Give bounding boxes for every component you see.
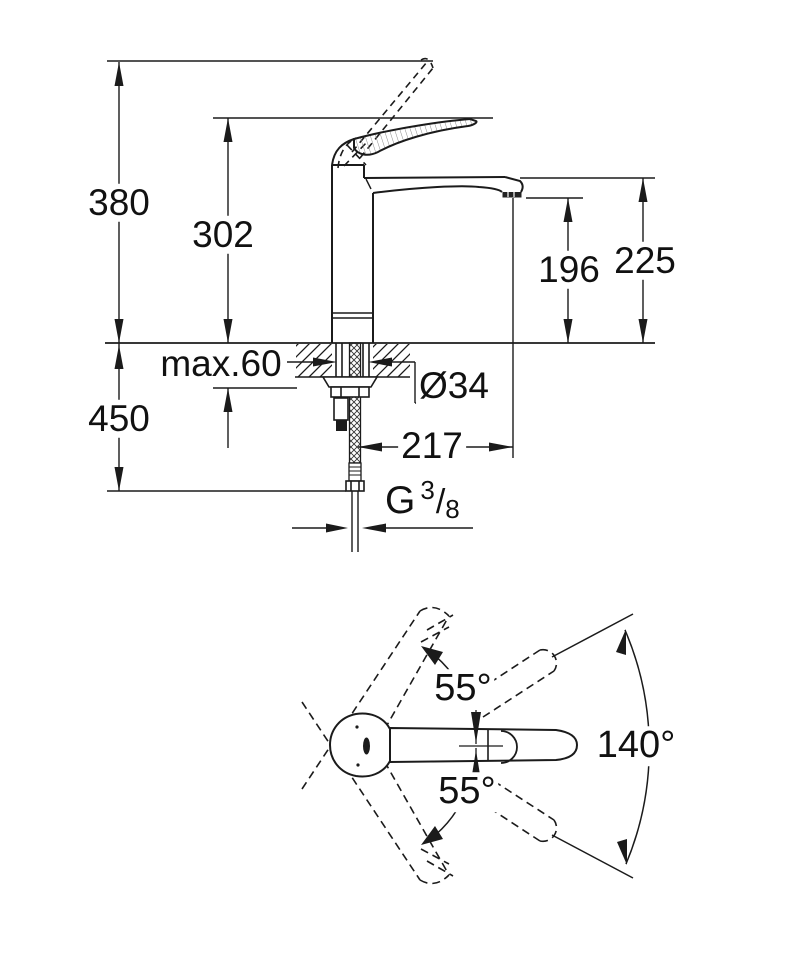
dim-196-label: 196 <box>535 250 603 290</box>
hose-nut <box>345 480 365 492</box>
dim-hole-diameter-label: Ø34 <box>416 366 492 406</box>
mounting-washer <box>321 376 379 388</box>
handle-shaft <box>389 726 579 764</box>
dim-380-label: 380 <box>85 183 153 223</box>
handle-base-cap <box>328 712 391 778</box>
body-dome <box>331 138 355 166</box>
counter-deck <box>295 344 410 378</box>
mounting-hardware-and-hose <box>321 342 379 552</box>
braided-hose <box>348 342 362 464</box>
thread-size-label: G 3 / 8 <box>383 477 462 524</box>
dim-217-label: 217 <box>398 426 466 466</box>
spout-top <box>363 176 506 179</box>
thread-numerator: 3 <box>420 475 435 505</box>
dim-max-depth-label: max.60 <box>157 344 285 384</box>
swivel-angle-label: 140° <box>593 726 679 766</box>
faucet-body-side-view <box>331 57 524 343</box>
mounting-nut <box>330 386 370 398</box>
lever-handle <box>353 117 478 156</box>
top-view-handle <box>328 712 579 778</box>
thread-denominator: 8 <box>445 494 460 524</box>
dim-302-label: 302 <box>189 215 257 255</box>
thread-slash: / <box>435 483 446 521</box>
angle-lower-label: 55° <box>435 772 499 812</box>
dim-450-label: 450 <box>85 399 153 439</box>
spout-underside <box>372 185 503 194</box>
lever-raised-position-dashed <box>337 57 434 169</box>
handle-slot <box>363 737 370 755</box>
swivel-arc-140 <box>551 613 650 879</box>
side-view-arrowheads <box>114 62 648 533</box>
angle-upper-label: 55° <box>431 669 495 709</box>
dim-225-label: 225 <box>611 241 679 281</box>
aerator <box>502 192 522 198</box>
thread-prefix: G <box>385 479 416 522</box>
side-view-dimension-lines <box>105 60 655 529</box>
